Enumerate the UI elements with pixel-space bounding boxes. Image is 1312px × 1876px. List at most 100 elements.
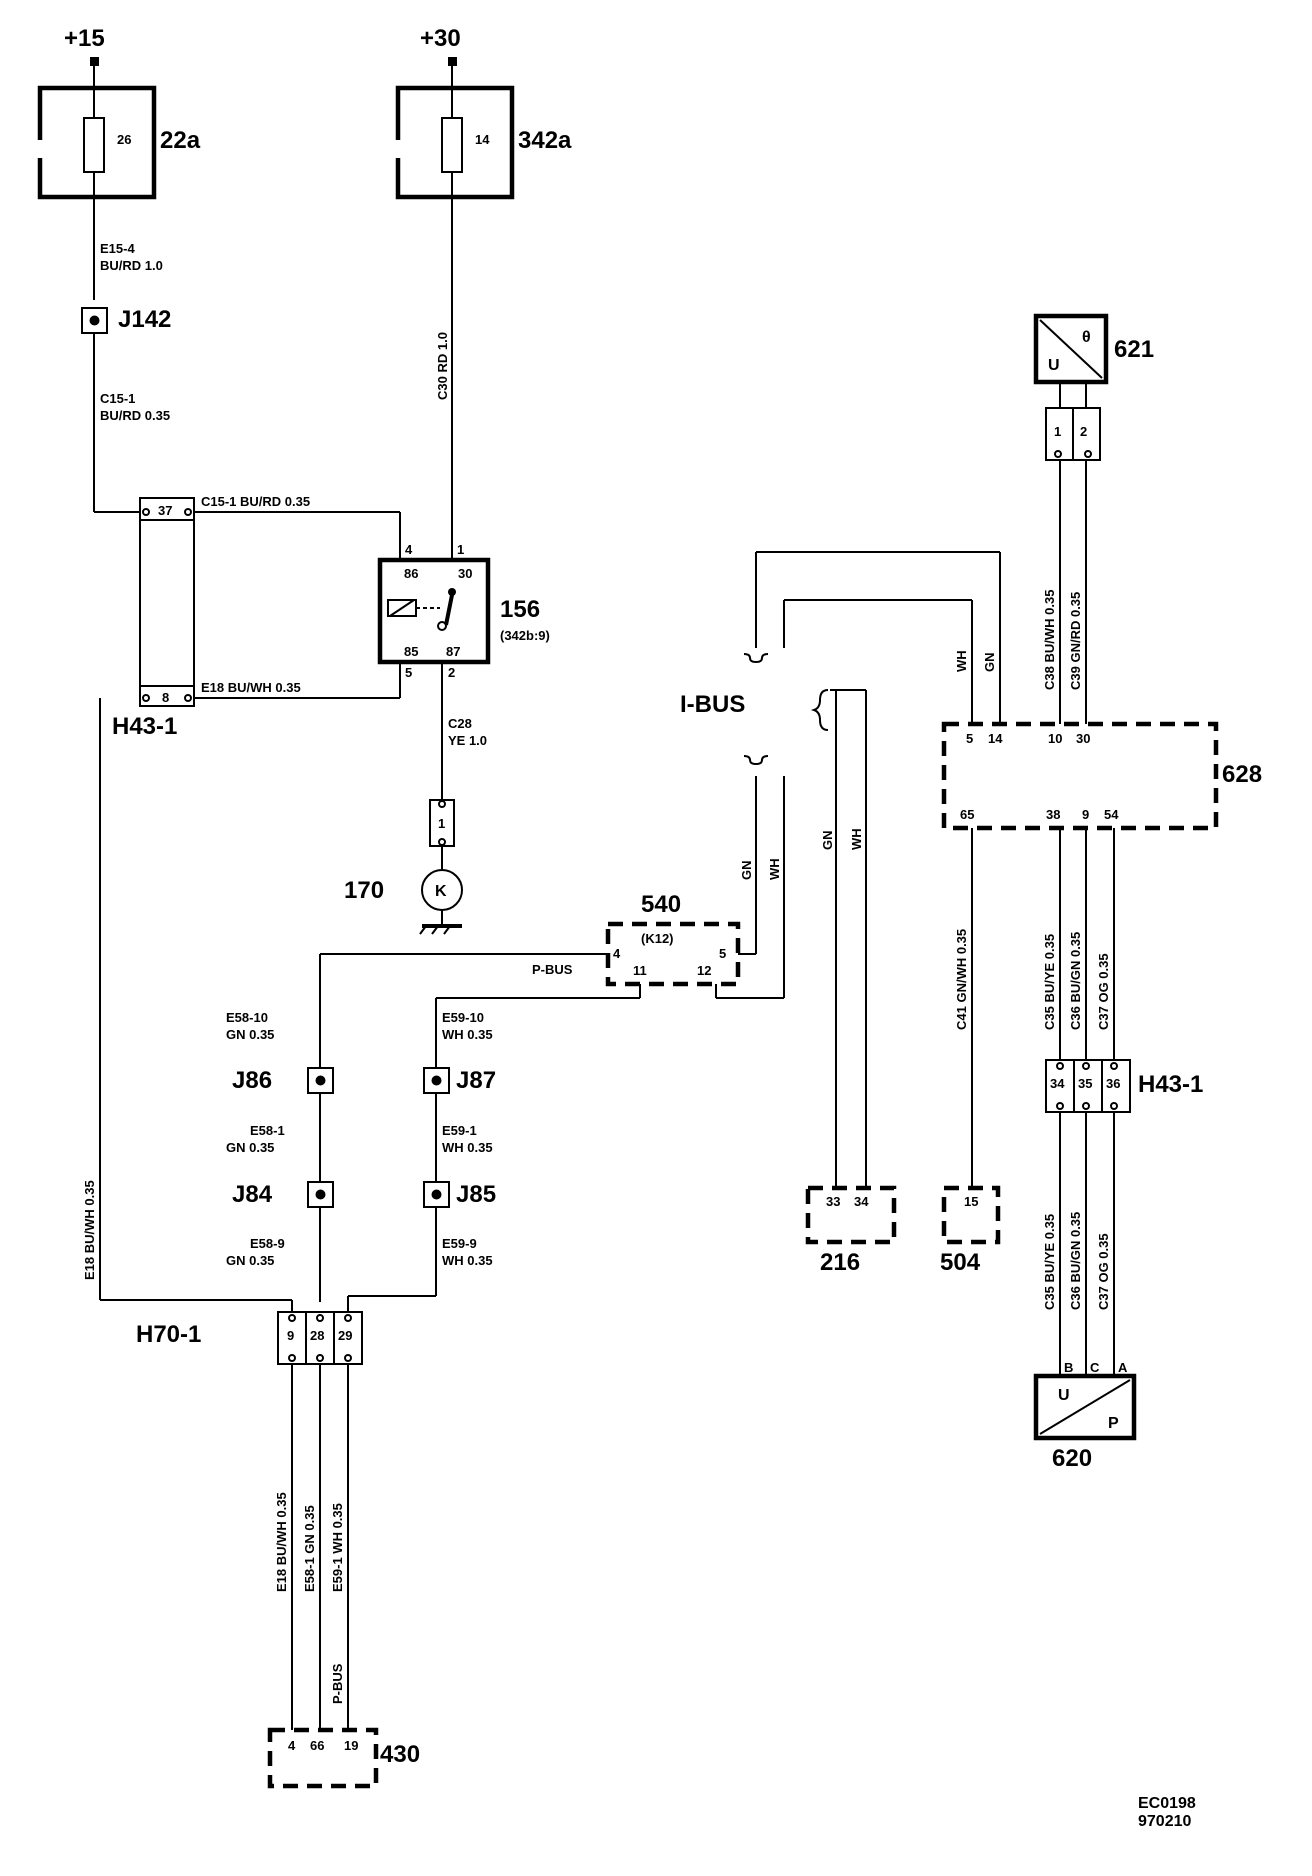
c170-label: 170 <box>344 877 384 904</box>
component-540: 540 (K12) 4 5 11 12 <box>605 891 741 987</box>
junction-j87: J87 <box>423 1067 496 1094</box>
junction-j85: J85 <box>423 1181 496 1208</box>
power-plus15-feed: +15 <box>64 25 105 120</box>
c628-pin-54: 54 <box>1104 807 1119 822</box>
c540-pin-5: 5 <box>719 946 726 961</box>
h70-label: H70-1 <box>136 1321 201 1348</box>
h70-pin-29: 29 <box>338 1328 352 1343</box>
wire-c28-spec: YE 1.0 <box>448 733 487 748</box>
c540-pin-4: 4 <box>613 946 621 961</box>
c621-label: 621 <box>1114 336 1154 363</box>
wire-c41-label: C41 GN/WH 0.35 <box>954 929 969 1030</box>
h43-left-pin-8: 8 <box>162 690 169 705</box>
c504-label: 504 <box>940 1249 981 1276</box>
relay-pin-87: 87 <box>446 644 460 659</box>
h43-left-label: H43-1 <box>112 713 177 740</box>
c216-pin-33: 33 <box>826 1194 840 1209</box>
c216-pin-34: 34 <box>854 1194 869 1209</box>
c620-label: 620 <box>1052 1445 1092 1472</box>
c628-pin-9: 9 <box>1082 807 1089 822</box>
component-621: U θ 621 1 2 C38 BU/WH 0.35 C39 GN/RD 0.3… <box>1033 313 1154 724</box>
fuse-22a-pin: 26 <box>117 132 131 147</box>
wire-e59-9-spec: WH 0.35 <box>442 1253 493 1268</box>
wire-e59-10-spec: WH 0.35 <box>442 1027 493 1042</box>
wire-pbus-label: P-BUS <box>532 962 573 977</box>
wire-e59-10-id: E59-10 <box>442 1010 484 1025</box>
j85-label: J85 <box>456 1181 496 1208</box>
wire-c15-1-id: C15-1 <box>100 391 135 406</box>
wire-628-gn: GN <box>982 653 997 673</box>
fuse-22a-label: 22a <box>160 127 201 154</box>
c620-pin-c: C <box>1090 1360 1100 1375</box>
plus30-terminal <box>448 57 457 66</box>
relay-pin-86: 86 <box>404 566 418 581</box>
wire-c37-lower: C37 OG 0.35 <box>1096 1233 1111 1310</box>
wire-c30-label: C30 RD 1.0 <box>435 332 450 400</box>
wire-e58-10-id: E58-10 <box>226 1010 268 1025</box>
wire-540-gn: GN <box>739 861 754 881</box>
wire-216-wh: WH <box>849 828 864 850</box>
wire-e58-9-spec: GN 0.35 <box>226 1253 274 1268</box>
wire-c39-label: C39 GN/RD 0.35 <box>1068 592 1083 690</box>
h43-right-label: H43-1 <box>1138 1071 1203 1098</box>
c628-pin-10: 10 <box>1048 731 1062 746</box>
c170-pin: 1 <box>438 816 445 831</box>
h70-pin-28: 28 <box>310 1328 324 1343</box>
c540-pin-11: 11 <box>633 963 647 978</box>
relay-156-sub: (342b:9) <box>500 628 550 643</box>
c621-pin-1: 1 <box>1054 424 1061 439</box>
c628-pin-14: 14 <box>988 731 1003 746</box>
component-170: 1 K 170 <box>344 799 463 935</box>
relay-pin-1: 1 <box>457 542 464 557</box>
c620-pin-b: B <box>1064 1360 1073 1375</box>
connector-h43-1-right: 34 35 36 H43-1 <box>1045 1059 1203 1113</box>
relay-pin-4: 4 <box>405 542 413 557</box>
relay-pin-85: 85 <box>404 644 418 659</box>
wire-e59-1-id: E59-1 <box>442 1123 477 1138</box>
j87-label: J87 <box>456 1067 496 1094</box>
c628-label: 628 <box>1222 761 1262 788</box>
relay-156: 4 1 86 30 85 87 5 2 156 (342b:9) <box>377 542 550 680</box>
wire-216-gn: GN <box>820 831 835 851</box>
c170-symbol: K <box>435 883 447 900</box>
junction-j84: J84 <box>232 1181 334 1208</box>
j84-label: J84 <box>232 1181 273 1208</box>
fuse-342a-pin: 14 <box>475 132 490 147</box>
wire-c36-lower: C36 BU/GN 0.35 <box>1068 1212 1083 1310</box>
j142-label: J142 <box>118 306 171 333</box>
j86-label: J86 <box>232 1067 272 1094</box>
wire-bottom-e59: E59-1 WH 0.35 <box>330 1503 345 1592</box>
h43-right-pin-34: 34 <box>1050 1076 1065 1091</box>
c628-pin-65: 65 <box>960 807 974 822</box>
plus15-label: +15 <box>64 25 105 52</box>
wire-c38-label: C38 BU/WH 0.35 <box>1042 590 1057 690</box>
h43-right-pin-36: 36 <box>1106 1076 1120 1091</box>
h43-right-pin-35: 35 <box>1078 1076 1092 1091</box>
wire-e58-9-id: E58-9 <box>250 1236 285 1251</box>
wire-c15-1-top-label: C15-1 BU/RD 0.35 <box>201 494 310 509</box>
footer-code: EC0198 <box>1138 1795 1196 1812</box>
c430-label: 430 <box>380 1741 420 1768</box>
c620-p: P <box>1108 1415 1119 1432</box>
plus30-label: +30 <box>420 25 461 52</box>
component-430: 4 66 19 430 <box>267 1727 420 1789</box>
wire-e18-vertical-label: E18 BU/WH 0.35 <box>82 1180 97 1280</box>
c628-pin-5: 5 <box>966 731 973 746</box>
c430-pin-19: 19 <box>344 1738 358 1753</box>
c540-sub: (K12) <box>641 931 674 946</box>
junction-j142: J142 <box>81 306 171 334</box>
wire-c28-id: C28 <box>448 716 472 731</box>
connector-h70-1: 9 28 29 H70-1 <box>136 1311 363 1365</box>
c430-pin-66: 66 <box>310 1738 324 1753</box>
wire-e58-1-id: E58-1 <box>250 1123 285 1138</box>
wire-c36-upper: C36 BU/GN 0.35 <box>1068 932 1083 1030</box>
wire-bottom-pbus: P-BUS <box>330 1663 345 1704</box>
wire-e18-top-label: E18 BU/WH 0.35 <box>201 680 301 695</box>
c620-u: U <box>1058 1387 1070 1404</box>
c504-pin-15: 15 <box>964 1194 978 1209</box>
c216-label: 216 <box>820 1249 860 1276</box>
h70-pin-9: 9 <box>287 1328 294 1343</box>
component-620: B C A U P 620 <box>1033 1360 1137 1472</box>
c628-pin-38: 38 <box>1046 807 1060 822</box>
